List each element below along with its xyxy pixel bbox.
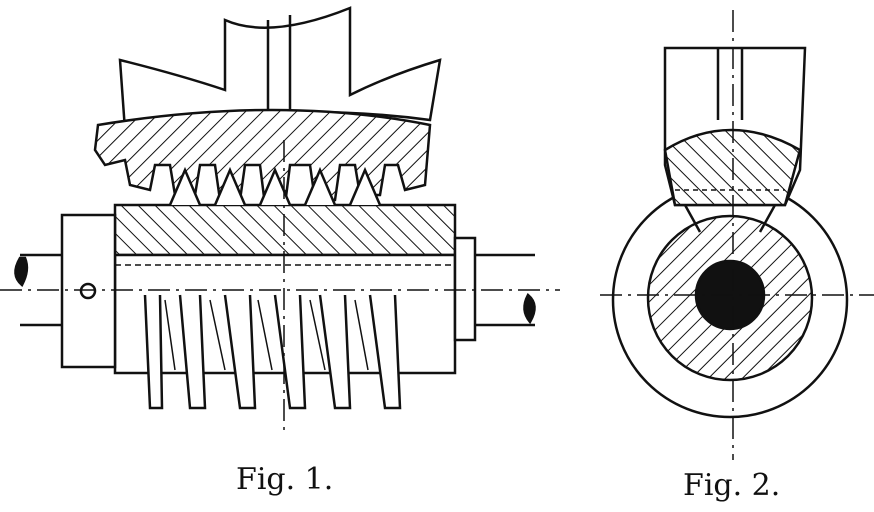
fig1-caption: Fig. 1. (236, 462, 334, 497)
fig2-caption: Fig. 2. (683, 468, 781, 503)
fig1-wheel (93, 6, 442, 207)
fig1-worm (0, 140, 560, 430)
set-screw-icon (79, 282, 97, 300)
fig2-end-view (600, 10, 874, 460)
worm-threads (143, 294, 402, 410)
